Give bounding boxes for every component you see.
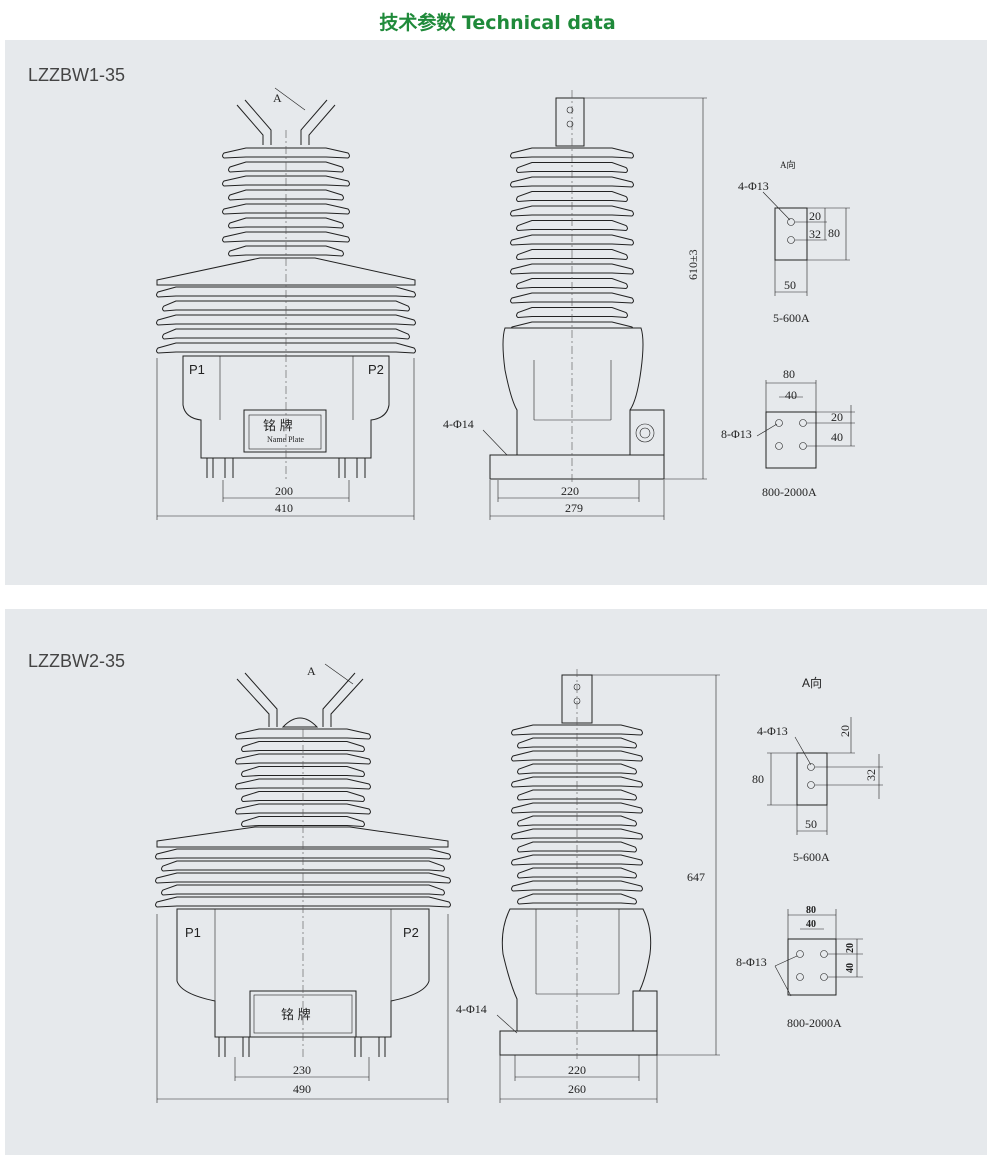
insulator-shed xyxy=(510,147,634,159)
w-inner: 40 xyxy=(785,388,797,402)
side-view: 4-Φ14 647 220 260 xyxy=(456,669,720,1103)
drawing-panel-1: LZZBW1-35 A P1 P2 铭 牌 Name Plate xyxy=(5,40,987,585)
nameplate-cn: 铭 牌 xyxy=(281,1007,311,1022)
insulator-shed xyxy=(517,737,637,749)
nameplate-cn: 铭 牌 xyxy=(263,418,293,433)
side-view: 4-Φ14 610±3 220 279 xyxy=(443,90,707,520)
h1: 20 xyxy=(845,943,856,953)
detail-width: 50 xyxy=(805,817,817,831)
holes-label: 4-Φ14 xyxy=(443,417,474,431)
arrow-label: A xyxy=(307,664,316,678)
insulator-shed xyxy=(511,880,643,892)
detail-holes: 4-Φ13 xyxy=(738,179,769,193)
technical-drawing: A P1 P2 铭 牌 Name Plate 200 xyxy=(156,87,855,520)
dim-height: 610±3 xyxy=(686,249,700,280)
view-label: A向 xyxy=(802,675,822,690)
dim-220: 220 xyxy=(568,1063,586,1077)
insulator-shed xyxy=(228,245,344,257)
insulator-shed xyxy=(516,191,628,203)
rating-large: 800-2000A xyxy=(762,485,817,499)
drawing-panel-2: LZZBW2-35 A P1 P2 铭 牌 230 xyxy=(5,609,987,1155)
rating-small: 5-600A xyxy=(793,850,830,864)
dim-220: 220 xyxy=(561,484,579,498)
page-title: 技术参数 Technical data xyxy=(379,12,616,34)
dim-height: 647 xyxy=(687,870,705,884)
h1: 20 xyxy=(831,410,843,424)
insulator-shed xyxy=(510,205,634,217)
detail-holes: 4-Φ13 xyxy=(757,724,788,738)
detail-large-holes: 8-Φ13 xyxy=(721,427,752,441)
insulator-shed xyxy=(516,162,628,174)
model-name: LZZBW2-35 xyxy=(28,651,126,671)
detail-small-terminal: A向 4-Φ13 20 32 80 50 5-600A xyxy=(738,159,850,325)
detail-large-terminal: 80 40 20 40 8-Φ13 800-2000A xyxy=(736,905,863,1030)
detail-d3: 80 xyxy=(752,772,764,786)
h2: 40 xyxy=(831,430,843,444)
insulator-shed xyxy=(156,314,416,326)
detail-large-terminal: 80 40 20 40 8-Φ13 800-2000A xyxy=(721,367,855,499)
detail-d3: 80 xyxy=(828,226,840,240)
dim-279: 279 xyxy=(565,501,583,515)
h2: 40 xyxy=(845,963,856,973)
insulator-shed xyxy=(161,860,445,872)
detail-small-terminal: A向 4-Φ13 20 32 80 50 5-600A xyxy=(752,675,883,864)
detail-width: 50 xyxy=(784,278,796,292)
p2-label: P2 xyxy=(403,925,419,940)
dim-200: 200 xyxy=(275,484,293,498)
detail-d2: 32 xyxy=(809,227,821,241)
detail-d1: 20 xyxy=(809,209,821,223)
nameplate xyxy=(243,409,327,453)
detail-d1: 20 xyxy=(838,725,852,737)
insulator-shed xyxy=(516,307,628,319)
p1-label: P1 xyxy=(189,362,205,377)
view-label: A向 xyxy=(780,159,796,170)
arrow-label: A xyxy=(273,91,282,105)
p1-label: P1 xyxy=(185,925,201,940)
insulator-shed xyxy=(156,342,416,354)
rating-small: 5-600A xyxy=(773,311,810,325)
detail-d2: 32 xyxy=(864,769,878,781)
dim-230: 230 xyxy=(293,1063,311,1077)
detail-large-holes: 8-Φ13 xyxy=(736,955,767,969)
front-view: A P1 P2 铭 牌 Name Plate 200 xyxy=(156,87,416,520)
front-view: A P1 P2 铭 牌 230 490 xyxy=(155,663,451,1103)
technical-drawing: A P1 P2 铭 牌 230 490 xyxy=(155,663,883,1103)
w-outer: 80 xyxy=(806,905,816,916)
insulator-shed xyxy=(511,854,643,866)
w-inner: 40 xyxy=(806,919,816,930)
holes-label: 4-Φ14 xyxy=(456,1002,487,1016)
insulator-shed xyxy=(517,789,637,801)
p2-label: P2 xyxy=(368,362,384,377)
insulator-shed xyxy=(235,753,371,765)
w-outer: 80 xyxy=(783,367,795,381)
insulator-shed xyxy=(241,766,365,778)
insulator-shed xyxy=(222,203,350,215)
rating-large: 800-2000A xyxy=(787,1016,842,1030)
dim-260: 260 xyxy=(568,1082,586,1096)
dim-490: 490 xyxy=(293,1082,311,1096)
model-name: LZZBW1-35 xyxy=(28,65,126,85)
dim-410: 410 xyxy=(275,501,293,515)
